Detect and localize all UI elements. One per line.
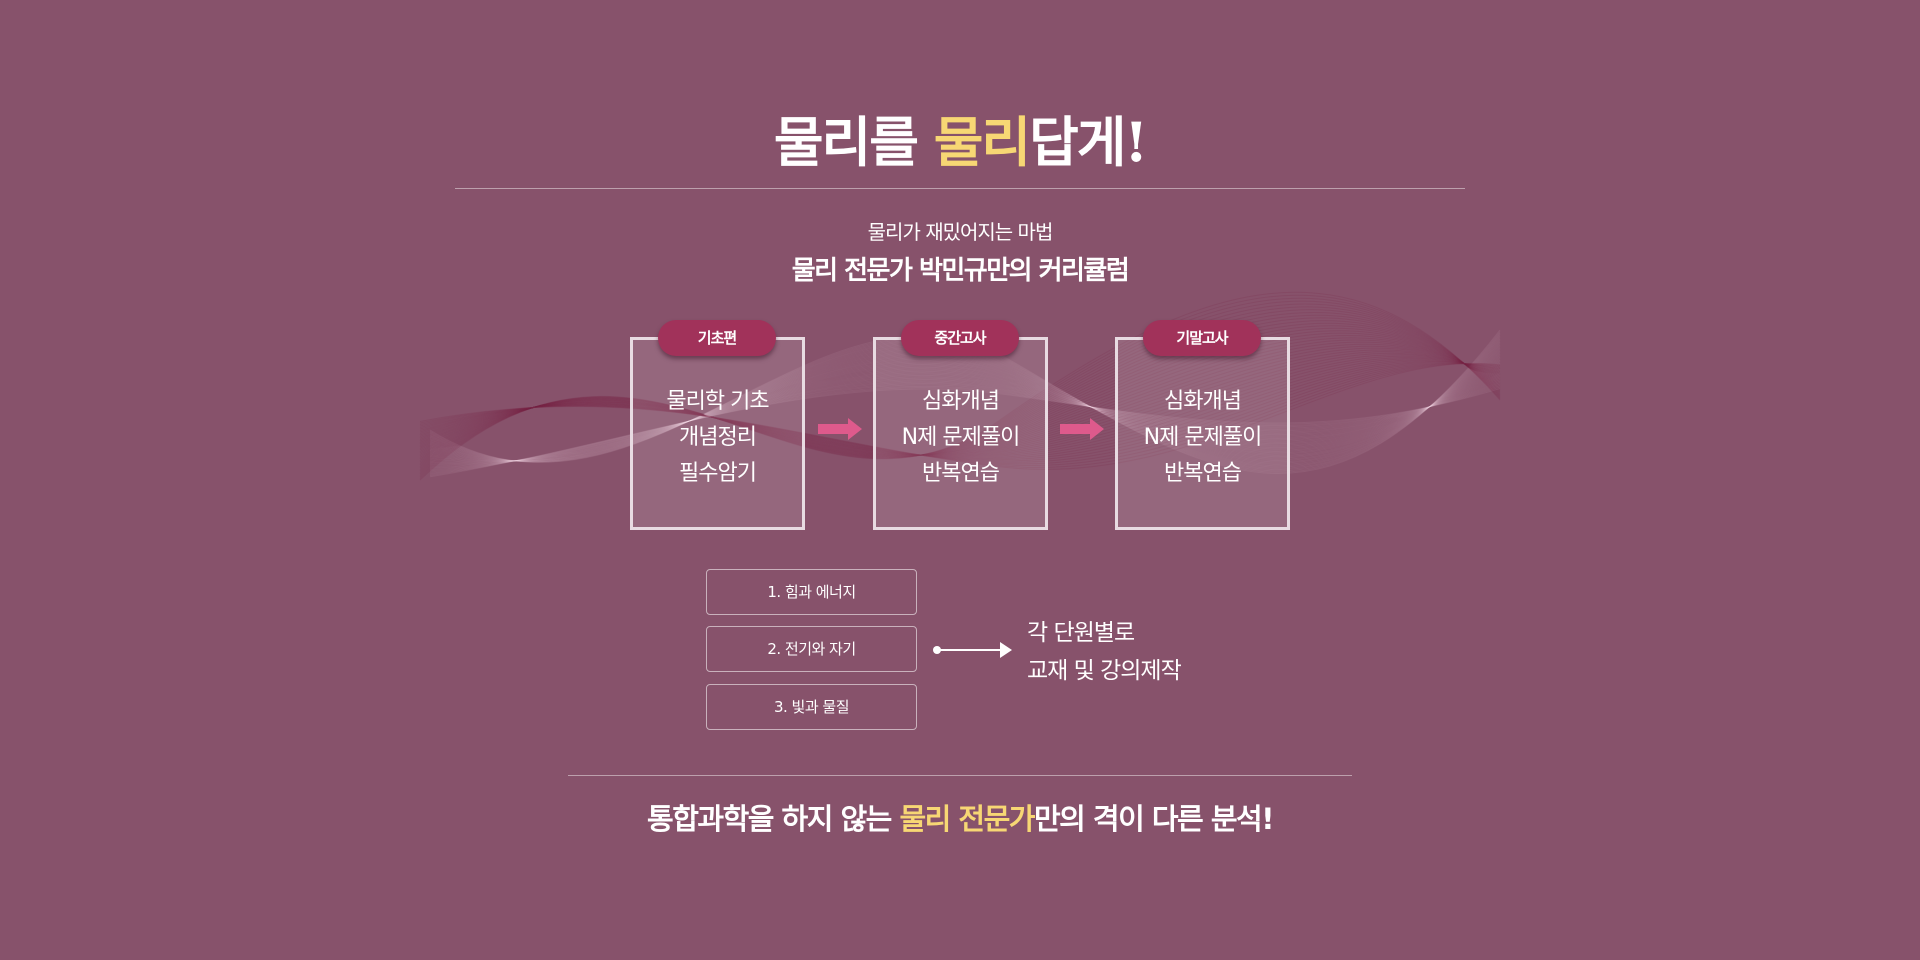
stage-badge: 중간고사 [901,320,1019,356]
bottom-tagline: 통합과학을 하지 않는 물리 전문가만의 격이 다른 분석! [647,802,1274,836]
divider [568,775,1352,776]
stage-badge: 기말고사 [1143,320,1261,356]
arrow-right-icon [1060,418,1104,440]
unit-item: 3. 빛과 물질 [706,684,917,730]
arrow-right-icon [818,418,862,440]
divider [455,188,1465,189]
curriculum-heading: 물리 전문가 박민규만의 커리큘럼 [791,256,1130,286]
unit-item: 2. 전기와 자기 [706,626,917,672]
unit-item: 1. 힘과 에너지 [706,569,917,615]
connector-arrow-icon [933,642,1012,658]
page-title: 물리를 물리답게! [773,110,1148,174]
stage-badge: 기초편 [658,320,776,356]
subtitle: 물리가 재밌어지는 마법 [867,220,1054,244]
